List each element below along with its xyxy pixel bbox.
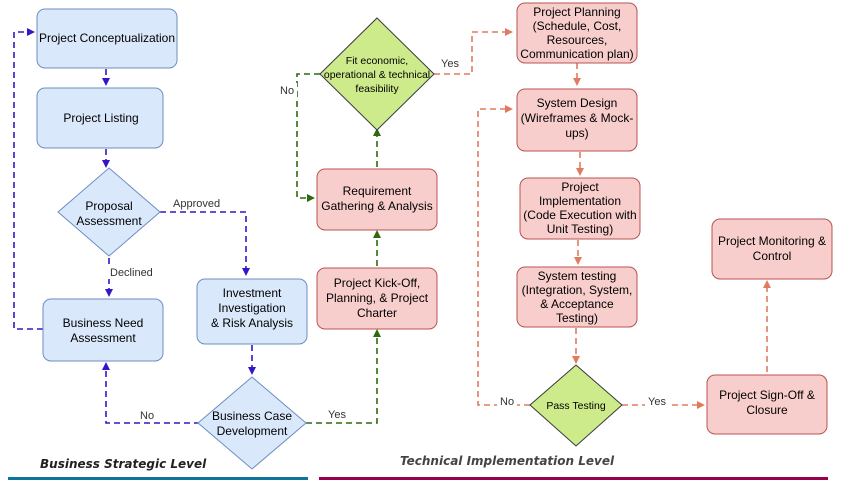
edge-business-case-no	[102, 362, 200, 424]
yes-pass-label: Yes	[648, 396, 666, 408]
business-level-label: Business Strategic Level	[40, 457, 207, 471]
declined-label-bg	[108, 265, 160, 279]
node-fit-feasibility: Fit economic, operational & technical fe…	[319, 17, 435, 131]
project-signoff-line-2: Closure	[746, 403, 788, 417]
business-need-assessment-line-2: Assessment	[70, 331, 136, 345]
node-project-signoff: Project Sign-Off & Closure	[706, 374, 828, 435]
project-planning-line-1: Project Planning	[533, 5, 620, 19]
edge-proposal-approved	[160, 211, 250, 276]
edge-business-case-yes	[306, 329, 381, 424]
project-implementation-line-1: Project	[561, 180, 599, 194]
fit-feasibility-line-3: feasibility	[355, 83, 399, 95]
business-level-bar	[8, 477, 308, 480]
system-testing-line-3: & Acceptance	[540, 297, 614, 311]
no-business-case-label-bg	[136, 408, 156, 422]
no-pass-label-bg	[497, 394, 517, 408]
node-project-conceptualization: Project Conceptualization	[36, 8, 178, 69]
node-system-design: System Design (Wireframes & Mock- ups)	[516, 88, 638, 152]
business-case-development-line-2: Development	[217, 424, 288, 438]
node-system-testing: System testing (Integration, System, & A…	[516, 266, 638, 328]
no-fit-label-bg	[277, 83, 297, 97]
requirement-gathering-line-1: Requirement	[343, 184, 412, 198]
project-kickoff-line-2: Planning, & Project	[326, 291, 429, 305]
approved-label: Approved	[173, 198, 220, 210]
node-pass-testing: Pass Testing	[529, 364, 623, 447]
project-kickoff-line-3: Charter	[357, 306, 397, 320]
business-need-assessment-line-1: Business Need	[63, 316, 144, 330]
fit-feasibility-line-1: Fit economic,	[346, 55, 408, 67]
business-case-development-line-1: Business Case	[212, 409, 292, 423]
edge-pass-no	[477, 105, 530, 406]
technical-level-bar	[319, 477, 828, 480]
project-kickoff-line-1: Project Kick-Off,	[334, 276, 420, 290]
proposal-assessment-line-2: Assessment	[76, 214, 142, 228]
fit-feasibility-line-2: operational & technical	[324, 69, 430, 81]
no-business-case-label: No	[140, 410, 154, 422]
project-implementation-line-3: (Code Execution with	[523, 208, 636, 222]
node-project-planning: Project Planning (Schedule, Cost, Resour…	[516, 2, 638, 64]
edge-business-need-loop	[13, 28, 43, 330]
proposal-assessment-line-1: Proposal	[85, 199, 132, 213]
project-monitoring-line-1: Project Monitoring &	[718, 234, 826, 248]
node-project-kickoff: Project Kick-Off, Planning, & Project Ch…	[316, 267, 438, 330]
project-implementation-line-2: Implementation	[539, 194, 621, 208]
system-design-line-1: System Design	[537, 96, 618, 110]
node-project-monitoring: Project Monitoring & Control	[711, 218, 833, 280]
approved-label-bg	[170, 196, 226, 210]
project-planning-line-4: Communication plan)	[520, 47, 633, 61]
project-signoff-line-1: Project Sign-Off &	[719, 388, 815, 402]
no-fit-label: No	[280, 85, 294, 97]
node-proposal-assessment: Proposal Assessment	[57, 167, 161, 257]
investment-investigation-line-1: Investment	[223, 286, 282, 300]
system-design-line-3: ups)	[565, 126, 588, 140]
system-testing-line-1: System testing	[538, 269, 617, 283]
project-listing-label: Project Listing	[63, 111, 138, 125]
node-business-need-assessment: Business Need Assessment	[42, 298, 164, 362]
yes-business-case-label: Yes	[328, 409, 346, 421]
pass-testing-label: Pass Testing	[546, 400, 605, 412]
project-monitoring-line-2: Control	[753, 249, 792, 263]
technical-level-label: Technical Implementation Level	[400, 454, 615, 468]
node-project-listing: Project Listing	[36, 87, 164, 149]
yes-pass-label-bg	[645, 394, 669, 408]
system-design-line-2: (Wireframes & Mock-	[521, 111, 634, 125]
edge-fit-no	[296, 73, 320, 202]
no-pass-label: No	[500, 396, 514, 408]
project-implementation-line-4: Unit Testing)	[547, 222, 613, 236]
requirement-gathering-line-2: Gathering & Analysis	[321, 199, 432, 213]
node-project-implementation: Project Implementation (Code Execution w…	[519, 177, 641, 240]
project-planning-line-2: (Schedule, Cost,	[533, 19, 622, 33]
system-testing-line-2: (Integration, System,	[522, 283, 633, 297]
investment-investigation-line-3: & Risk Analysis	[211, 316, 293, 330]
node-requirement-gathering: Requirement Gathering & Analysis	[316, 168, 438, 231]
investment-investigation-line-2: Investigation	[218, 301, 285, 315]
declined-label: Declined	[110, 267, 153, 279]
yes-fit-label: Yes	[441, 58, 459, 70]
project-conceptualization-label: Project Conceptualization	[39, 31, 175, 45]
node-business-case-development: Business Case Development	[197, 376, 307, 470]
system-testing-line-4: Testing)	[556, 311, 598, 325]
node-investment-investigation: Investment Investigation & Risk Analysis	[196, 278, 308, 345]
project-planning-line-3: Resources,	[547, 33, 608, 47]
